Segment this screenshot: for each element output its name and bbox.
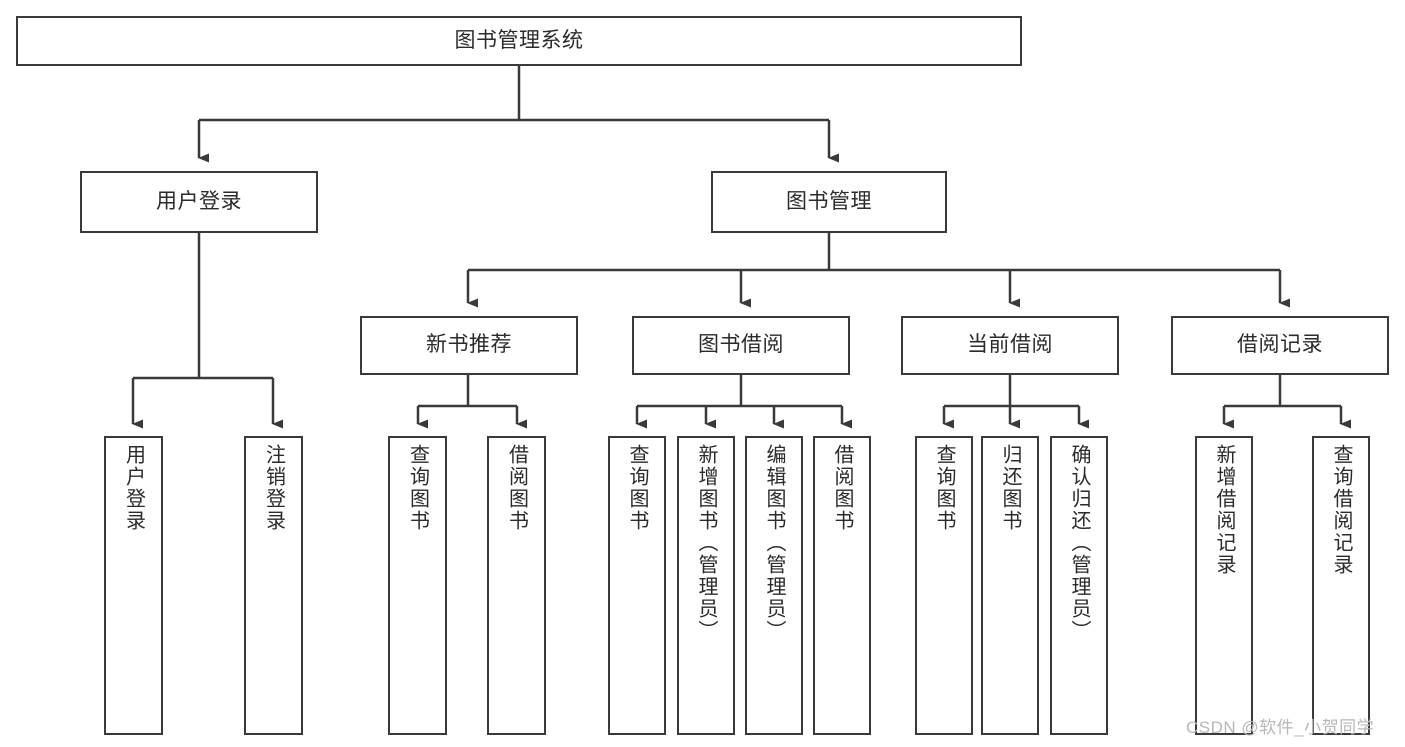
node-label: 新增图书（管理员） bbox=[695, 444, 717, 642]
leaf-user-login-login[interactable]: 用户登录 bbox=[104, 436, 163, 735]
node-label: 图书管理 bbox=[786, 189, 872, 213]
node-new-book-recommend[interactable]: 新书推荐 bbox=[360, 316, 578, 375]
node-label: 归还图书 bbox=[999, 444, 1021, 532]
node-label: 确认归还（管理员） bbox=[1068, 444, 1090, 642]
node-label: 新书推荐 bbox=[426, 333, 512, 357]
node-label: 查询图书 bbox=[933, 444, 955, 532]
node-book-management[interactable]: 图书管理 bbox=[711, 171, 947, 233]
node-label: 当前借阅 bbox=[967, 333, 1053, 357]
leaf-current-confirm-return-admin[interactable]: 确认归还（管理员） bbox=[1050, 436, 1108, 735]
leaf-record-query-record[interactable]: 查询借阅记录 bbox=[1312, 436, 1370, 735]
node-label: 用户登录 bbox=[122, 444, 145, 532]
node-label: 注销登录 bbox=[262, 444, 285, 532]
leaf-current-query-book[interactable]: 查询图书 bbox=[915, 436, 973, 735]
leaf-current-return-book[interactable]: 归还图书 bbox=[981, 436, 1039, 735]
leaf-borrow-add-book-admin[interactable]: 新增图书（管理员） bbox=[677, 436, 735, 735]
node-label: 图书管理系统 bbox=[454, 28, 584, 52]
leaf-borrow-query-book[interactable]: 查询图书 bbox=[608, 436, 666, 735]
node-book-borrow[interactable]: 图书借阅 bbox=[632, 316, 850, 375]
leaf-borrow-edit-book-admin[interactable]: 编辑图书（管理员） bbox=[745, 436, 803, 735]
leaf-new-book-query-book[interactable]: 查询图书 bbox=[388, 436, 447, 735]
node-label: 查询借阅记录 bbox=[1330, 444, 1352, 576]
leaf-borrow-borrow-book[interactable]: 借阅图书 bbox=[813, 436, 871, 735]
node-label: 编辑图书（管理员） bbox=[763, 444, 785, 642]
node-current-borrow[interactable]: 当前借阅 bbox=[901, 316, 1119, 375]
node-label: 查询图书 bbox=[626, 444, 648, 532]
node-label: 借阅图书 bbox=[505, 444, 528, 532]
node-root-book-management-system[interactable]: 图书管理系统 bbox=[16, 16, 1022, 66]
node-label: 查询图书 bbox=[406, 444, 429, 532]
leaf-new-book-borrow-book[interactable]: 借阅图书 bbox=[487, 436, 546, 735]
node-label: 用户登录 bbox=[156, 189, 242, 213]
node-borrow-record[interactable]: 借阅记录 bbox=[1171, 316, 1389, 375]
node-label: 借阅图书 bbox=[831, 444, 853, 532]
node-label: 图书借阅 bbox=[698, 333, 784, 357]
node-user-login[interactable]: 用户登录 bbox=[80, 171, 318, 233]
node-label: 新增借阅记录 bbox=[1213, 444, 1235, 576]
leaf-user-login-logout[interactable]: 注销登录 bbox=[244, 436, 303, 735]
node-label: 借阅记录 bbox=[1237, 333, 1323, 357]
leaf-record-add-record[interactable]: 新增借阅记录 bbox=[1195, 436, 1253, 735]
